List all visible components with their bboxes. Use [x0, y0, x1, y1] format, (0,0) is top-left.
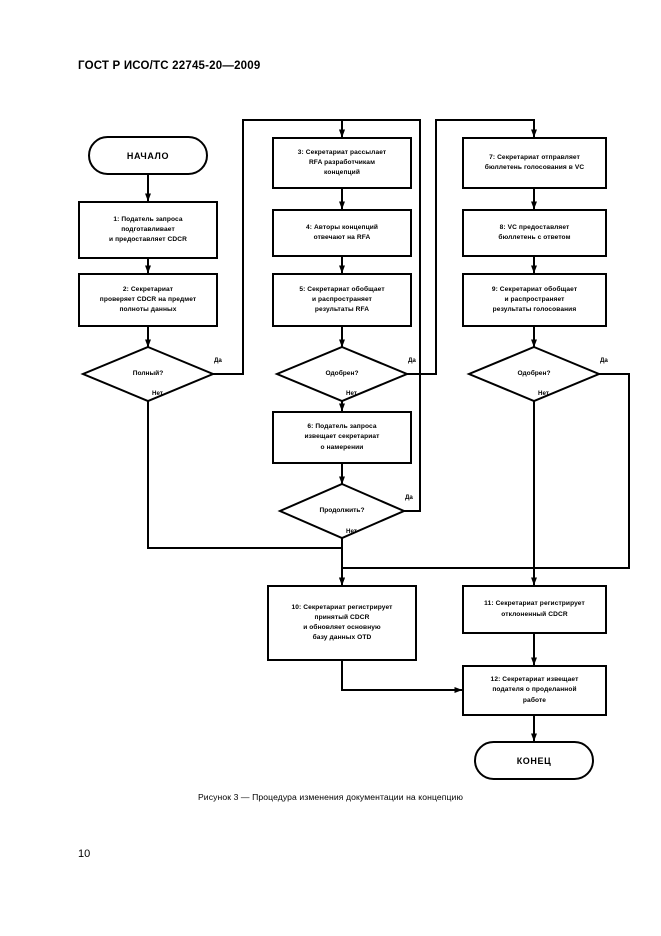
- process-7-line-1: 7: Секретариат отправляет: [489, 153, 580, 161]
- process-box-9[interactable]: 9: Секретариат обобщает и распространяет…: [462, 273, 607, 327]
- process-box-10[interactable]: 10: Секретариат регистрирует принятый CD…: [267, 585, 417, 661]
- process-10-line-4: базу данных OTD: [312, 634, 372, 642]
- process-3-line-1: 3: Секретариат рассылает: [297, 148, 387, 156]
- process-box-8[interactable]: 8: VC предоставляет бюллетень с ответом: [462, 209, 607, 257]
- edge-label-d1-no: Нет: [152, 390, 163, 397]
- process-2-line-3: полноты данных: [119, 306, 177, 314]
- process-3-line-3: концепций: [324, 169, 360, 177]
- process-box-11[interactable]: 11: Секретариат регистрирует отклоненный…: [462, 585, 607, 634]
- decision-shape-4: [466, 345, 602, 403]
- process-12-line-1: 12: Секретариат извещает: [490, 676, 579, 684]
- terminator-end-label: КОНЕЦ: [516, 755, 552, 766]
- process-5-line-1: 5: Секретариат обобщает: [299, 285, 385, 293]
- process-12-line-2: подателя о проделанной: [492, 686, 577, 694]
- process-7-line-2: бюллетень голосования в VC: [484, 164, 585, 171]
- process-10-line-1: 10: Секретариат регистрирует: [291, 603, 393, 611]
- decision-shape-3: [277, 482, 407, 540]
- process-11-line-1: 11: Секретариат регистрирует: [484, 600, 585, 608]
- process-1-line-1: 1: Податель запроса: [113, 215, 183, 223]
- terminator-end[interactable]: КОНЕЦ: [474, 741, 594, 780]
- process-10-line-3: и обновляет основную: [303, 624, 381, 631]
- process-6-line-3: о намерении: [320, 443, 364, 451]
- process-8-line-1: 8: VC предоставляет: [499, 223, 570, 231]
- process-2-line-2: проверяет CDCR на предмет: [99, 295, 197, 303]
- edge-label-d4-yes: Да: [600, 357, 608, 364]
- process-8-line-2: бюллетень с ответом: [498, 234, 571, 241]
- edge-label-d3-yes: Да: [405, 494, 413, 501]
- decision-shape-1: [80, 345, 216, 403]
- process-box-3[interactable]: 3: Секретариат рассылает RFA разработчик…: [272, 137, 412, 189]
- edge-d3-yes-to-p3: [338, 119, 421, 512]
- edge-label-d3-no: Нет: [346, 528, 357, 535]
- process-box-1[interactable]: 1: Податель запроса подготавливает и пре…: [78, 201, 218, 259]
- process-box-2[interactable]: 2: Секретариат проверяет CDCR на предмет…: [78, 273, 218, 327]
- process-10-line-2: принятый CDCR: [314, 613, 370, 621]
- process-box-7[interactable]: 7: Секретариат отправляет бюллетень голо…: [462, 137, 607, 189]
- edge-d4-yes-to-p10: [338, 373, 630, 586]
- figure-caption: Рисунок 3 — Процедура изменения документ…: [197, 792, 464, 802]
- terminator-start[interactable]: НАЧАЛО: [88, 136, 208, 175]
- process-1-line-3: и предоставляет CDCR: [109, 236, 187, 244]
- process-9-line-3: результаты голосования: [492, 306, 577, 314]
- process-9-line-1: 9: Секретариат обобщает: [491, 285, 578, 293]
- process-3-line-2: RFA разработчикам: [308, 158, 376, 166]
- process-9-line-2: и распространяет: [504, 295, 565, 303]
- edge-label-d1-yes: Да: [214, 357, 222, 364]
- edge-label-d2-no: Нет: [346, 390, 357, 397]
- process-5-line-3: результаты RFA: [314, 306, 370, 314]
- process-11-line-2: отклоненный CDCR: [501, 610, 568, 618]
- process-5-line-2: и распространяет: [311, 295, 372, 303]
- edge-label-d4-no: Нет: [538, 390, 549, 397]
- edge-p10-to-p12: [341, 661, 463, 694]
- process-2-line-1: 2: Секретариат: [122, 285, 174, 293]
- process-box-5[interactable]: 5: Секретариат обобщает и распространяет…: [272, 273, 412, 327]
- process-box-12[interactable]: 12: Секретариат извещает подателя о прод…: [462, 665, 607, 716]
- document-header: ГОСТ Р ИСО/ТС 22745-20—2009: [78, 60, 261, 72]
- process-6-line-1: 6: Податель запроса: [307, 423, 377, 431]
- process-4-line-1: 4: Авторы концепций: [305, 223, 379, 231]
- process-4-line-2: отвечают на RFA: [313, 234, 371, 241]
- terminator-start-label: НАЧАЛО: [126, 150, 170, 161]
- process-12-line-3: работе: [522, 696, 547, 704]
- process-box-4[interactable]: 4: Авторы концепций отвечают на RFA: [272, 209, 412, 257]
- process-1-line-2: подготавливает: [121, 225, 175, 233]
- decision-shape-2: [274, 345, 410, 403]
- page-number: 10: [78, 848, 91, 860]
- process-box-6[interactable]: 6: Податель запроса извещает секретариат…: [272, 411, 412, 464]
- edge-d2-yes-to-p7: [407, 119, 537, 375]
- process-6-line-2: извещает секретариат: [304, 433, 380, 441]
- edge-label-d2-yes: Да: [408, 357, 416, 364]
